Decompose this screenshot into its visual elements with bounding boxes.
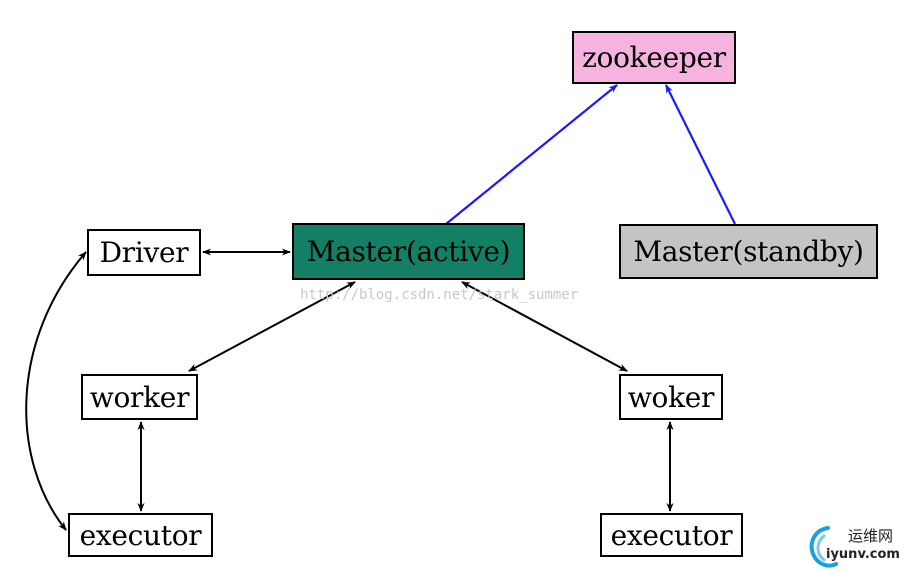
master-standby-node: Master(standby) <box>619 224 878 279</box>
logo-domain-text: iyunv.com <box>826 547 900 562</box>
master-standby-label: Master(standby) <box>633 235 864 268</box>
logo-name-text: 运维网 <box>848 527 894 545</box>
edge-master-active-to-zookeeper <box>445 84 618 225</box>
worker-right-label: woker <box>627 380 715 414</box>
swirl-logo-icon <box>809 526 838 568</box>
master-active-node: Master(active) <box>292 223 525 280</box>
executor-right-label: executor <box>610 518 733 552</box>
zookeeper-label: zookeeper <box>582 41 726 74</box>
master-active-label: Master(active) <box>306 235 511 268</box>
executor-left-label: executor <box>79 518 202 552</box>
driver-label: Driver <box>99 236 189 269</box>
zookeeper-node: zookeeper <box>572 31 736 84</box>
worker-left-node: worker <box>81 374 198 420</box>
edge-master-active-worker-right <box>461 281 628 372</box>
edge-driver-executor-left-curved <box>25 251 87 531</box>
edge-master-standby-to-zookeeper <box>665 84 736 225</box>
driver-node: Driver <box>87 229 201 276</box>
edge-master-active-worker-left <box>188 281 356 372</box>
watermark-text: http://blog.csdn.net/stark_summer <box>300 287 579 303</box>
executor-right-node: executor <box>600 513 743 557</box>
site-logo: 运维网 iyunv.com <box>804 522 910 574</box>
worker-right-node: woker <box>619 374 723 420</box>
worker-left-label: worker <box>89 380 190 414</box>
executor-left-node: executor <box>68 513 213 557</box>
